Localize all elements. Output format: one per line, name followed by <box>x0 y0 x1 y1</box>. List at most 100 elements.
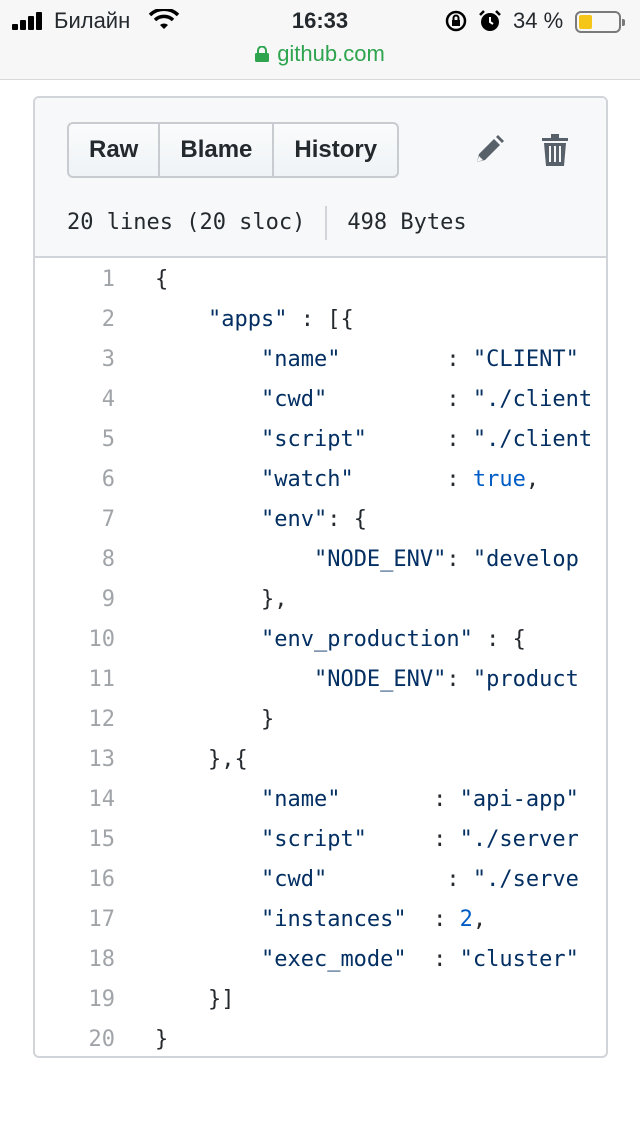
code-listing: 1{2 "apps" : [{3 "name" : "CLIENT"4 "cwd… <box>35 260 606 1056</box>
code-line: 2 "apps" : [{ <box>35 300 606 340</box>
clock: 16:33 <box>291 8 349 33</box>
divider <box>325 206 328 240</box>
line-number[interactable]: 5 <box>101 427 115 452</box>
signal-strength-icon <box>12 12 48 30</box>
line-number[interactable]: 1 <box>101 267 115 292</box>
line-number[interactable]: 4 <box>101 387 115 412</box>
code-token <box>155 827 261 852</box>
string-token: "name" <box>260 347 341 372</box>
string-token: "instances" <box>260 907 407 932</box>
line-number[interactable]: 7 <box>101 507 115 532</box>
string-token: "product <box>472 667 579 692</box>
string-token: "./serve <box>472 867 579 892</box>
blame-button[interactable]: Blame <box>158 124 272 176</box>
code-token <box>155 427 261 452</box>
line-number[interactable]: 14 <box>88 787 116 812</box>
code-text: "name" : "CLIENT" <box>155 340 579 380</box>
line-number[interactable]: 19 <box>88 987 116 1012</box>
code-token: : <box>406 947 460 972</box>
code-text: }, <box>155 580 288 620</box>
code-token: } <box>155 707 275 732</box>
line-number[interactable]: 16 <box>88 867 116 892</box>
literal-token: true <box>472 467 526 492</box>
code-token: : <box>446 547 473 572</box>
code-token <box>155 787 261 812</box>
code-line: 16 "cwd" : "./serve <box>35 860 606 900</box>
wifi-icon <box>148 9 180 29</box>
code-token <box>155 347 261 372</box>
line-number[interactable]: 20 <box>88 1027 116 1052</box>
string-token: "api-app" <box>459 787 579 812</box>
rotation-lock-icon <box>445 10 467 32</box>
pencil-icon[interactable] <box>473 134 505 166</box>
string-token: "exec_mode" <box>260 947 407 972</box>
line-number[interactable]: 3 <box>101 347 115 372</box>
code-line: 15 "script" : "./server <box>35 820 606 860</box>
code-line: 20} <box>35 1020 606 1056</box>
line-number[interactable]: 15 <box>88 827 116 852</box>
code-token: } <box>155 1027 169 1052</box>
code-line: 6 "watch" : true, <box>35 460 606 500</box>
line-number[interactable]: 11 <box>88 667 116 692</box>
code-text: "cwd" : "./client <box>155 380 592 420</box>
code-token: },{ <box>155 747 248 772</box>
code-line: 12 } <box>35 700 606 740</box>
code-token: : <box>446 667 473 692</box>
code-text: } <box>155 1020 169 1056</box>
code-text: "watch" : true, <box>155 460 539 500</box>
status-bar: Билайн 16:33 34 % <box>0 0 640 42</box>
url-text: github.com <box>277 41 385 66</box>
code-line: 3 "name" : "CLIENT" <box>35 340 606 380</box>
file-actions-button-group: Raw Blame History <box>67 122 400 178</box>
code-token: : <box>340 347 473 372</box>
battery-level <box>579 15 592 29</box>
code-token: , <box>525 467 540 492</box>
code-token: : <box>340 787 460 812</box>
history-button[interactable]: History <box>272 124 397 176</box>
code-token <box>155 867 261 892</box>
line-number[interactable]: 13 <box>88 747 116 772</box>
line-number[interactable]: 2 <box>101 307 115 332</box>
code-text: "cwd" : "./serve <box>155 860 579 900</box>
line-number[interactable]: 9 <box>101 587 115 612</box>
code-text: }] <box>155 980 235 1020</box>
string-token: "env_production" <box>260 627 473 652</box>
line-number[interactable]: 12 <box>88 707 116 732</box>
file-view: Raw Blame History 20 lines (20 sloc)498 … <box>33 96 608 1058</box>
string-token: "name" <box>260 787 341 812</box>
code-text: "script" : "./client <box>155 420 592 460</box>
code-token: }, <box>155 587 288 612</box>
string-token: "cwd" <box>260 387 328 412</box>
line-number[interactable]: 18 <box>88 947 116 972</box>
code-token: : <box>327 867 473 892</box>
string-token: "./server <box>459 827 579 852</box>
code-token: : <box>353 467 473 492</box>
line-number[interactable]: 10 <box>88 627 116 652</box>
string-token: "watch" <box>260 467 354 492</box>
battery-percent: 34 % <box>513 8 564 33</box>
code-text: "name" : "api-app" <box>155 780 579 820</box>
code-line: 11 "NODE_ENV": "product <box>35 660 606 700</box>
string-token: "script" <box>260 827 367 852</box>
code-text: "instances" : 2, <box>155 900 486 940</box>
code-line: 19 }] <box>35 980 606 1020</box>
code-token <box>155 507 261 532</box>
code-token: : { <box>472 627 526 652</box>
code-text: { <box>155 260 168 300</box>
string-token: "CLIENT" <box>472 347 579 372</box>
code-line: 13 },{ <box>35 740 606 780</box>
address-bar[interactable]: github.com <box>0 41 640 67</box>
code-token <box>155 667 314 692</box>
line-number[interactable]: 6 <box>101 467 115 492</box>
raw-button[interactable]: Raw <box>89 136 139 163</box>
code-token <box>155 547 314 572</box>
trash-icon[interactable] <box>541 134 569 166</box>
line-number[interactable]: 17 <box>88 907 116 932</box>
string-token: "cluster" <box>459 947 579 972</box>
file-header: Raw Blame History 20 lines (20 sloc)498 … <box>35 98 606 258</box>
literal-token: 2 <box>459 907 473 932</box>
code-text: },{ <box>155 740 248 780</box>
code-token <box>155 907 261 932</box>
line-number[interactable]: 8 <box>101 547 115 572</box>
string-token: "NODE_ENV" <box>313 667 447 692</box>
